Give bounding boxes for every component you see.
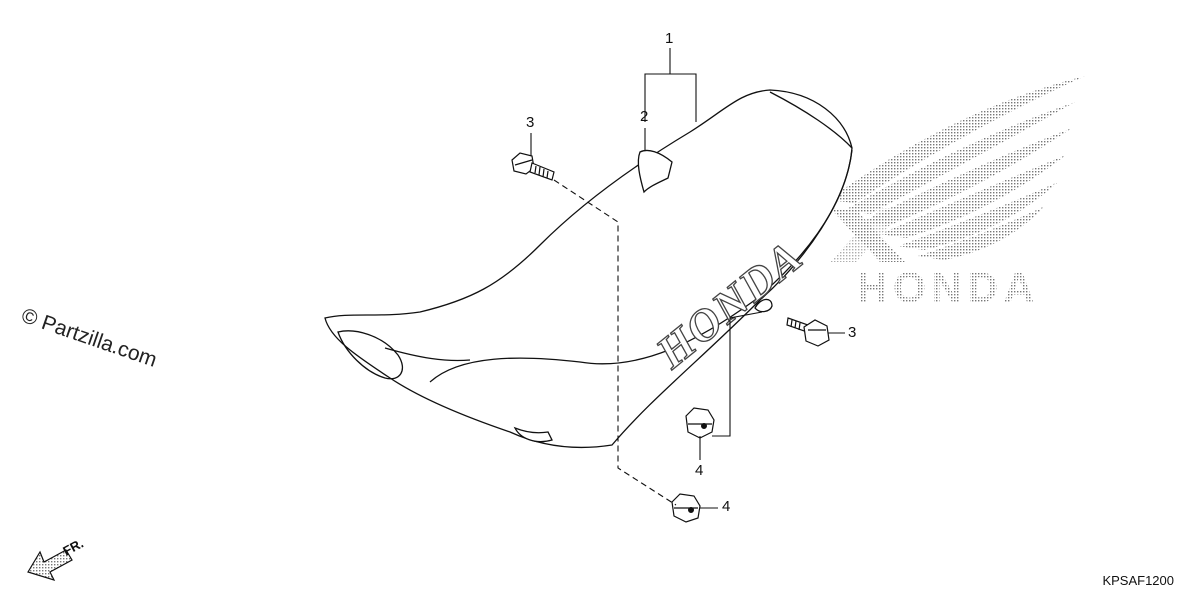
callout-1: 1 bbox=[665, 30, 674, 47]
leader-lines bbox=[530, 48, 845, 509]
seat-rear-cap bbox=[337, 330, 403, 380]
front-arrow-icon: FR. bbox=[27, 536, 86, 581]
callout-4-lower: 4 bbox=[695, 462, 704, 479]
flange-bolt-3-top bbox=[511, 152, 555, 181]
seat-grommet bbox=[754, 298, 773, 313]
callout-4-bottom: 4 bbox=[722, 498, 731, 515]
callout-3-right: 3 bbox=[848, 324, 857, 341]
honda-wing-logo: HONDA bbox=[828, 76, 1085, 312]
seat bbox=[324, 89, 853, 449]
callout-2: 2 bbox=[640, 108, 649, 125]
flange-nut-4-bottom bbox=[671, 493, 701, 523]
honda-logo-text: HONDA bbox=[857, 264, 1040, 312]
flange-nut-4-lower bbox=[685, 407, 715, 439]
flange-bolt-3-right bbox=[786, 317, 830, 347]
seat-mount-tab bbox=[513, 426, 553, 443]
seat-rear-line bbox=[384, 347, 471, 362]
bracket-part-1 bbox=[644, 48, 697, 122]
callout-3-top: 3 bbox=[526, 114, 535, 131]
seat-lower-edge bbox=[429, 149, 853, 383]
seat-side-edge bbox=[769, 91, 853, 149]
bracket-grommet-to-nut bbox=[712, 311, 763, 437]
diagram-code: KPSAF1200 bbox=[1102, 573, 1174, 588]
seat-strap-part-2 bbox=[637, 149, 673, 194]
